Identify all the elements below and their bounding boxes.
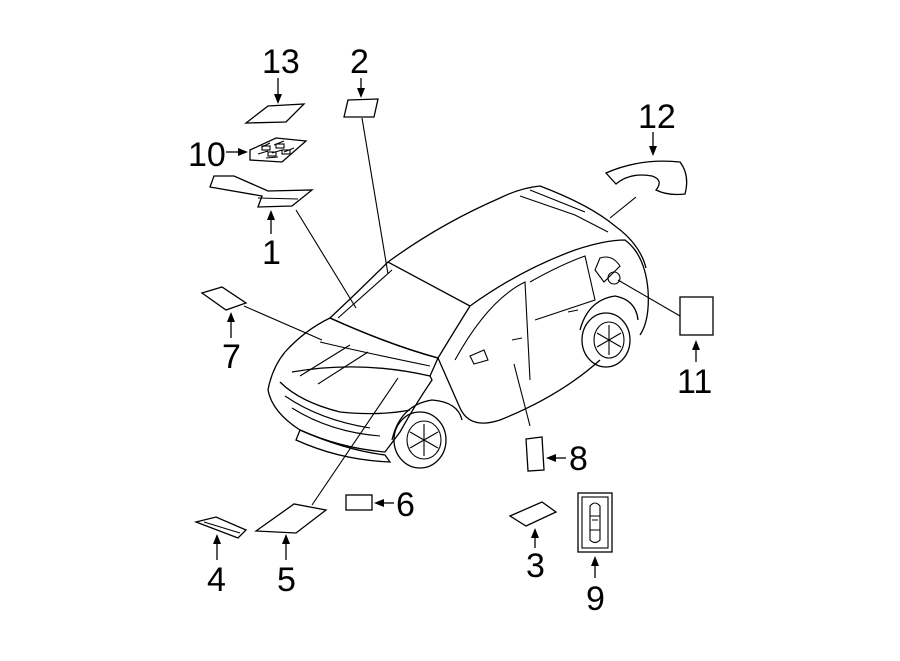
part-10-label — [249, 137, 308, 163]
part-4-label — [193, 516, 248, 539]
callout-2: 2 — [350, 43, 369, 81]
part-9-label — [577, 492, 613, 553]
part-8-label — [525, 436, 545, 472]
part-1-label — [209, 175, 314, 208]
callout-8: 8 — [569, 440, 588, 478]
callout-4: 4 — [207, 561, 226, 599]
part-12-label — [604, 160, 688, 196]
part-3-label — [508, 501, 558, 527]
callout-10: 10 — [188, 136, 226, 174]
vehicle-illustration — [267, 185, 649, 469]
callout-3: 3 — [526, 547, 545, 585]
callout-6: 6 — [396, 486, 415, 524]
callout-7: 7 — [222, 338, 241, 376]
callout-arrows — [213, 78, 700, 578]
part-5-label — [254, 503, 328, 534]
callout-1: 1 — [262, 234, 281, 272]
part-6-label — [345, 494, 373, 511]
callout-12: 12 — [638, 98, 676, 136]
part-11-label — [679, 296, 714, 336]
callout-9: 9 — [586, 580, 605, 618]
leader-lines — [243, 117, 681, 506]
callout-5: 5 — [277, 561, 296, 599]
callout-13: 13 — [262, 43, 300, 81]
part-13-label — [244, 103, 306, 124]
part-2-label — [343, 98, 379, 118]
part-7-label — [200, 286, 248, 311]
callout-11: 11 — [677, 363, 713, 401]
